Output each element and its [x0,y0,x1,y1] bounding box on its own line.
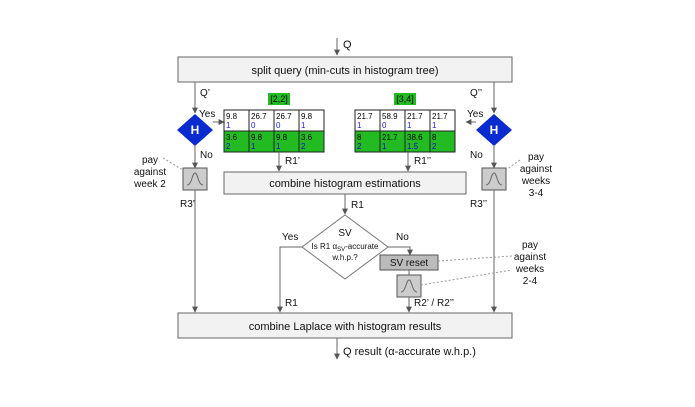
right-table-top-count: 0 [382,121,387,130]
sv-title: SV [338,228,352,239]
left-table-bottom-value: 9.8 [251,133,263,142]
right-table-bottom-value: 38.6 [407,133,423,142]
left-table-bottom-value: 9.8 [276,133,288,142]
sv-reset-label: SV reset [390,258,429,269]
sv-yes-arrow [277,246,302,313]
right-table-bottom-value: 8 [432,133,437,142]
split-query-box [177,56,513,83]
pay-right-line2: against [520,164,552,175]
right-table-top-value: 21.7 [357,112,373,121]
right-range-badge [394,93,416,105]
right-table-top-count: 1 [432,121,437,130]
r1-dprime-label: R1’’ [414,156,431,167]
pay-mid-connector-2 [420,269,513,286]
mid-laplace-box [396,274,422,298]
r1-label: R1 [351,200,364,211]
q-input-label: Q [343,39,352,51]
right-table-top-value: 21.7 [407,112,423,121]
right-range-label: [3,4] [396,94,414,104]
pay-left-line1: pay [142,155,158,166]
r2-label: R2’ / R2’’ [414,298,454,309]
right-table-bottom-value: 8 [357,133,362,142]
pay-right-connector [505,159,521,171]
combine-histogram-label: combine histogram estimations [269,178,421,190]
left-h-symbol: H [191,123,200,137]
right-table-bottom-cell [429,130,456,153]
left-range-badge [268,93,290,105]
r3-dprime-label: R3’’ [470,199,487,210]
mid-laplace-icon [400,279,418,293]
left-table-top-count: 0 [276,121,281,130]
left-table-top-count: 0 [251,121,256,130]
left-no-label: No [200,150,213,161]
left-table-bottom-value: 3.6 [301,133,313,142]
left-table-bottom-count: 1 [251,142,256,151]
right-h-diamond [476,114,512,146]
right-table-bottom-count: 1 [382,142,387,151]
left-laplace-box [182,167,208,191]
right-table-bottom-count: 2 [357,142,362,151]
left-table-top-value: 9.8 [301,112,313,121]
left-table-bottom-count: 2 [226,142,231,151]
sv-no-label: No [396,232,409,243]
left-table-top-value: 26.7 [251,112,267,121]
q-prime-label: Q’ [200,88,210,99]
sv-question-line2: w.h.p.? [331,253,358,262]
sv-no-arrow [388,246,413,256]
right-h-symbol: H [490,123,499,137]
right-no-label: No [470,150,483,161]
pay-mid-line2: against [514,252,546,263]
pay-mid-line3: weeks [515,264,544,275]
pay-mid-line4: 2-4 [523,276,538,287]
pay-right-line4: 3-4 [529,188,544,199]
left-table-bottom-count: 2 [301,142,306,151]
left-laplace-icon [186,172,204,186]
left-table-top-count: 1 [301,121,306,130]
left-table-top-count: 1 [226,121,231,130]
r1-prime-label: R1’ [285,156,300,167]
right-table-top-value: 58.9 [382,112,398,121]
right-table-bottom-count: 1.5 [407,142,419,151]
pay-mid-line1: pay [522,240,538,251]
r3-prime-label: R3’ [180,199,195,210]
r1-bottom-label: R1 [285,298,298,309]
left-table-top-value: 9.8 [226,112,238,121]
combine-laplace-label: combine Laplace with histogram results [249,321,442,333]
right-table-bottom-count: 2 [432,142,437,151]
sv-yes-label: Yes [282,232,298,243]
pay-right-line1: pay [528,152,544,163]
left-h-diamond [177,114,213,146]
q-result-label: Q result (α-accurate w.h.p.) [343,346,476,358]
sv-question-line1: Is R1 αSV-accurate [312,242,379,253]
right-table-top-count: 1 [407,121,412,130]
pay-right-line3: weeks [521,176,550,187]
sv-diamond [301,214,389,280]
split-query-label: split query (min-cuts in histogram tree) [251,65,438,77]
left-range-label: [2,2] [270,94,288,104]
pay-left-line3: week 2 [133,179,166,190]
right-laplace-icon [485,172,503,186]
right-table-bottom-value: 21.7 [382,133,398,142]
right-table-top-count: 1 [357,121,362,130]
right-laplace-box [481,167,507,191]
q-dprime-label: Q’’ [470,88,482,99]
left-table-top-value: 26.7 [276,112,292,121]
left-table-bottom-count: 1 [276,142,281,151]
pay-left-line2: against [134,167,166,178]
left-table-bottom-value: 3.6 [226,133,238,142]
left-table-bottom-cell [298,130,325,153]
left-yes-label: Yes [199,109,215,120]
right-table-top-value: 21.7 [432,112,448,121]
combine-laplace-box [177,312,513,339]
right-yes-label: Yes [467,109,483,120]
pay-mid-connector-1 [437,255,513,262]
